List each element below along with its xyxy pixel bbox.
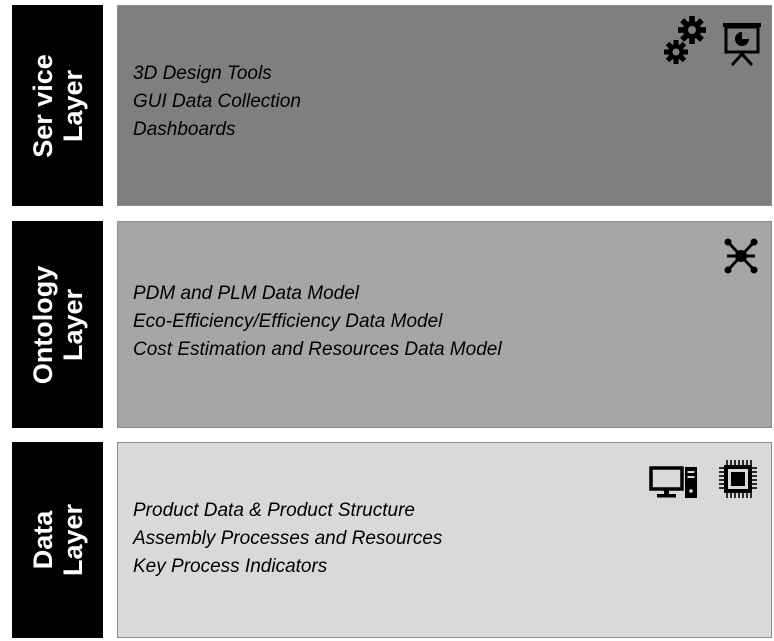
network-graph-icon xyxy=(724,238,758,274)
service-layer: Ser vice Layer 3D Design Tools GUI Data … xyxy=(0,5,774,206)
ontology-layer: Ontology Layer PDM and PLM Data Model Ec… xyxy=(0,221,774,428)
gears-icon xyxy=(664,16,706,64)
list-item: Eco-Efficiency/Efficiency Data Model xyxy=(133,311,443,332)
data-layer-title-line1: Data xyxy=(27,510,58,570)
list-item: Dashboards xyxy=(133,119,236,140)
desktop-computer-icon xyxy=(649,466,697,498)
data-layer: Data Layer Product Data & Product Struct… xyxy=(0,442,774,638)
service-layer-title: Ser vice Layer xyxy=(28,54,88,158)
list-item: Cost Estimation and Resources Data Model xyxy=(133,339,502,360)
service-layer-title-line2: Layer xyxy=(57,69,88,142)
data-layer-title: Data Layer xyxy=(28,504,88,576)
ontology-layer-items: PDM and PLM Data Model Eco-Efficiency/Ef… xyxy=(133,280,502,364)
data-layer-items: Product Data & Product Structure Assembl… xyxy=(133,497,442,581)
ontology-layer-panel: PDM and PLM Data Model Eco-Efficiency/Ef… xyxy=(117,221,772,428)
list-item: Assembly Processes and Resources xyxy=(133,528,443,549)
service-layer-tab: Ser vice Layer xyxy=(12,5,103,206)
service-layer-panel: 3D Design Tools GUI Data Collection Dash… xyxy=(117,5,772,206)
ontology-layer-title-line1: Ontology xyxy=(27,265,58,384)
presentation-board-icon xyxy=(723,23,761,66)
list-item: 3D Design Tools xyxy=(133,63,272,84)
list-item: GUI Data Collection xyxy=(133,91,301,112)
ontology-layer-title-line2: Layer xyxy=(57,288,88,361)
data-layer-tab: Data Layer xyxy=(12,442,103,638)
service-layer-title-line1: Ser vice xyxy=(27,53,58,158)
cpu-chip-icon xyxy=(719,460,757,498)
data-layer-panel: Product Data & Product Structure Assembl… xyxy=(117,442,772,638)
list-item: Key Process Indicators xyxy=(133,556,328,577)
service-layer-items: 3D Design Tools GUI Data Collection Dash… xyxy=(133,60,301,144)
list-item: PDM and PLM Data Model xyxy=(133,283,359,304)
ontology-layer-title: Ontology Layer xyxy=(28,265,88,383)
data-layer-title-line2: Layer xyxy=(57,503,88,577)
list-item: Product Data & Product Structure xyxy=(133,500,415,521)
ontology-layer-tab: Ontology Layer xyxy=(12,221,103,428)
